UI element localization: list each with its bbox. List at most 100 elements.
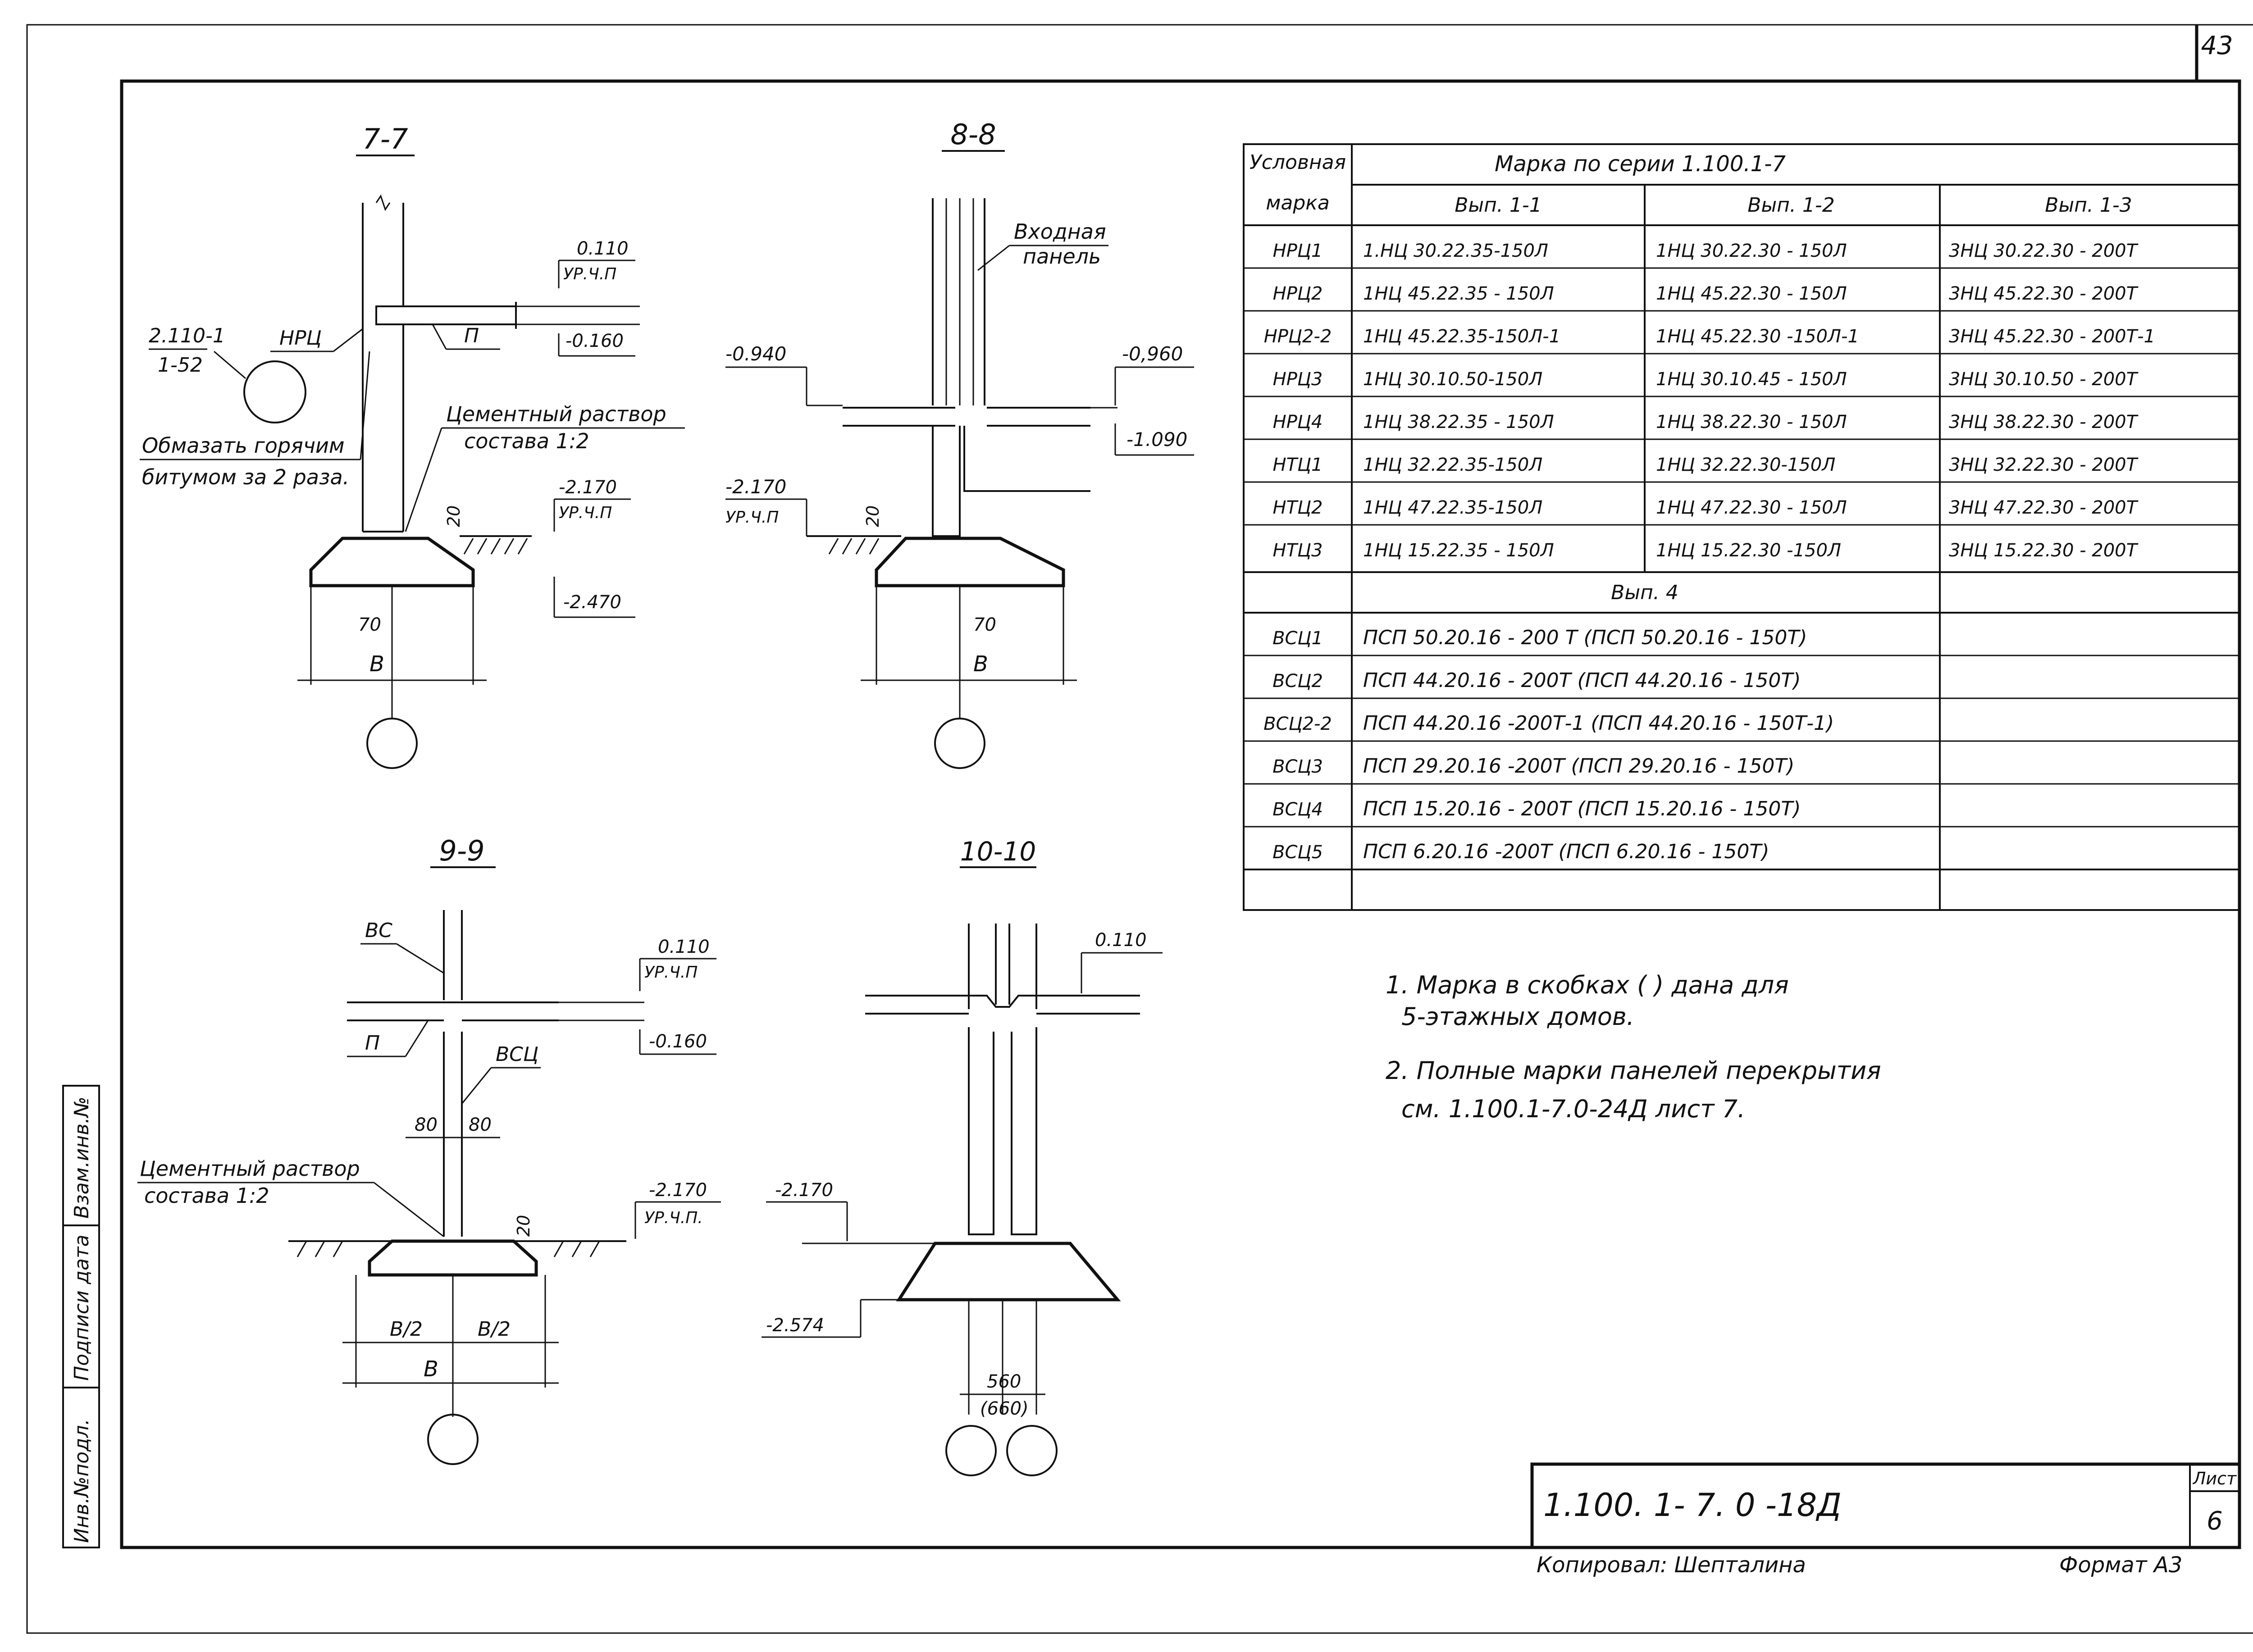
row-mark: НРЦ2	[1273, 283, 1323, 304]
lvl-9-m2170: -2.170	[649, 1180, 707, 1201]
sheet-frame: 43	[26, 24, 2253, 1634]
row-psp: ПСП 50.20.16 - 200 Т (ПСП 50.20.16 - 150…	[1363, 626, 1807, 649]
margin-stamp: Взам.инв.№ Подписи дата Инв.№подл.	[62, 1085, 100, 1548]
vs-label: ВС	[365, 919, 392, 942]
copied-by: Копировал: Шепталина	[1537, 1552, 1806, 1578]
section-7-7: 7-7 0.110 УР.Ч.П -0.160	[140, 123, 685, 769]
lvl-8-up: УР.Ч.П	[725, 508, 779, 527]
header-cond-1: Условная	[1250, 151, 1346, 174]
row-mark: ВСЦ4	[1272, 799, 1323, 820]
dim-7-20: 20	[444, 505, 464, 527]
panel-8-label-1: Входная	[1014, 219, 1106, 244]
row-v2: 1НЦ 15.22.30 -150Л	[1656, 540, 1841, 561]
bitumen-note-2: битумом за 2 раза.	[142, 465, 349, 489]
ref-7-bottom: 1-52	[158, 354, 203, 377]
row-v1: 1НЦ 38.22.35 - 150Л	[1363, 412, 1554, 432]
lvl-7-m2170: -2.170	[559, 477, 617, 498]
margin-inv-orig-label: Инв.№подл.	[70, 1419, 93, 1543]
lvl-7-0110: 0.110	[577, 238, 629, 259]
row-v3: 3НЦ 32.22.30 - 200Т	[1949, 455, 2139, 475]
slab-9-label: П	[365, 1032, 380, 1055]
note-1b: 5-этажных домов.	[1401, 1002, 1634, 1031]
row-v1: 1НЦ 32.22.35-150Л	[1363, 455, 1542, 475]
row-v2: 1НЦ 30.10.45 - 150Л	[1656, 369, 1847, 390]
sheet-number: 6	[2207, 1506, 2223, 1536]
dim-10-560: 560	[987, 1371, 1021, 1392]
vsc-label: ВСЦ	[496, 1043, 538, 1066]
dim-9-80a: 80	[415, 1115, 438, 1135]
row-v1: 1НЦ 47.22.35-150Л	[1363, 497, 1542, 518]
lvl-8-m0960: -0,960	[1122, 343, 1183, 365]
dim-7-b: В	[369, 651, 384, 677]
row-v2: 1НЦ 32.22.30-150Л	[1656, 455, 1835, 475]
lvl-9-0110: 0.110	[658, 937, 710, 957]
dim-8-b: В	[973, 651, 988, 677]
page-number: 43	[2201, 31, 2233, 60]
title-block: 1.100. 1- 7. 0 -18Д Лист 6 Копировал: Ше…	[1530, 1462, 2241, 1578]
row-v2: 1НЦ 45.22.30 - 150Л	[1656, 283, 1847, 304]
row-psp: ПСП 6.20.16 -200Т (ПСП 6.20.16 - 150Т)	[1363, 840, 1769, 863]
lvl-9-m0160: -0.160	[649, 1031, 707, 1052]
section-10-10: 10-10 0.110 -2.170 -2.574 560 (660)	[762, 836, 1163, 1476]
dim-10-660: (660)	[980, 1398, 1029, 1419]
lvl-10-m2170: -2.170	[775, 1180, 833, 1201]
lvl-7-m2470: -2.470	[563, 592, 621, 613]
row-v1: 1НЦ 15.22.35 - 150Л	[1363, 540, 1554, 561]
row-v2: 1НЦ 38.22.30 - 150Л	[1656, 412, 1847, 432]
row-mark: ВСЦ5	[1272, 842, 1323, 863]
lvl-8-m2170: -2.170	[725, 476, 786, 498]
slab-7-label: П	[464, 324, 479, 347]
row-mark: ВСЦ2-2	[1263, 714, 1332, 734]
lvl-7-up2: УР.Ч.П	[559, 504, 612, 522]
row-v1: 1НЦ 45.22.35-150Л-1	[1363, 326, 1560, 347]
row-mark: НТЦ2	[1272, 497, 1323, 518]
cement-7-1: Цементный раствор	[446, 402, 666, 426]
margin-vzam-label: Взам.инв.№	[70, 1097, 93, 1219]
row-v3: 3НЦ 30.10.50 - 200Т	[1949, 369, 2139, 390]
row-mark: ВСЦ2	[1272, 671, 1323, 692]
section-9-9: 9-9 ВС П ВСЦ 0.110 УР.Ч.П	[137, 834, 721, 1465]
row-v3: 3НЦ 30.22.30 - 200Т	[1949, 241, 2139, 261]
cement-9-1: Цементный раствор	[140, 1156, 360, 1181]
format-label: Формат А3	[2059, 1552, 2182, 1578]
row-mark: НРЦ3	[1273, 369, 1323, 390]
row-v1: 1НЦ 45.22.35 - 150Л	[1363, 283, 1554, 304]
marks-table: Условная марка Марка по серии 1.100.1-7 …	[1243, 143, 2240, 911]
row-psp: ПСП 29.20.16 -200Т (ПСП 29.20.16 - 150Т)	[1363, 755, 1794, 778]
doc-code: 1.100. 1- 7. 0 -18Д	[1543, 1487, 1842, 1524]
row-mark: НРЦ4	[1273, 412, 1323, 432]
header-v4: Вып. 4	[1611, 581, 1678, 604]
row-v3: 3НЦ 38.22.30 - 200Т	[1949, 412, 2139, 432]
dim-9-80b: 80	[469, 1115, 492, 1135]
row-v3: 3НЦ 47.22.30 - 200Т	[1949, 497, 2139, 518]
row-psp: ПСП 44.20.16 - 200Т (ПСП 44.20.16 - 150Т…	[1363, 669, 1801, 692]
header-v1: Вып. 1-1	[1455, 194, 1542, 217]
row-mark: НРЦ1	[1273, 241, 1323, 261]
note-1a: 1. Марка в скобках ( ) дана для	[1386, 971, 1789, 999]
lvl-8-m0940: -0.940	[725, 343, 786, 365]
row-v1: 1.НЦ 30.22.35-150Л	[1363, 241, 1548, 261]
row-mark: НРЦ2-2	[1264, 326, 1332, 347]
section-10-10-title: 10-10	[960, 836, 1036, 867]
dim-9-b2a: В/2	[390, 1318, 423, 1341]
section-8-8: 8-8 Входная панель -0.940 -0,960	[725, 118, 1194, 769]
margin-sign-date-label: Подписи дата	[70, 1234, 93, 1381]
lvl-9-up2: УР.Ч.П.	[644, 1209, 703, 1227]
header-cond-2: марка	[1266, 191, 1330, 214]
header-v3: Вып. 1-3	[2045, 194, 2132, 217]
row-mark: ВСЦ3	[1272, 756, 1323, 777]
dim-9-b: В	[424, 1356, 438, 1382]
cement-9-2: состава 1:2	[144, 1183, 269, 1208]
dim-9-20: 20	[514, 1215, 534, 1237]
row-v3: 3НЦ 45.22.30 - 200Т-1	[1949, 326, 2155, 347]
table-grid-rows	[1244, 267, 2239, 828]
row-v3: 3НЦ 45.22.30 - 200Т	[1949, 283, 2139, 304]
notes: 1. Марка в скобках ( ) дана для 5-этажны…	[1386, 971, 1881, 1123]
cement-7-2: состава 1:2	[464, 429, 589, 453]
lvl-8-m1090: -1.090	[1126, 428, 1187, 451]
row-psp: ПСП 44.20.16 -200Т-1 (ПСП 44.20.16 - 150…	[1363, 712, 1834, 735]
dim-8-70: 70	[973, 614, 996, 635]
